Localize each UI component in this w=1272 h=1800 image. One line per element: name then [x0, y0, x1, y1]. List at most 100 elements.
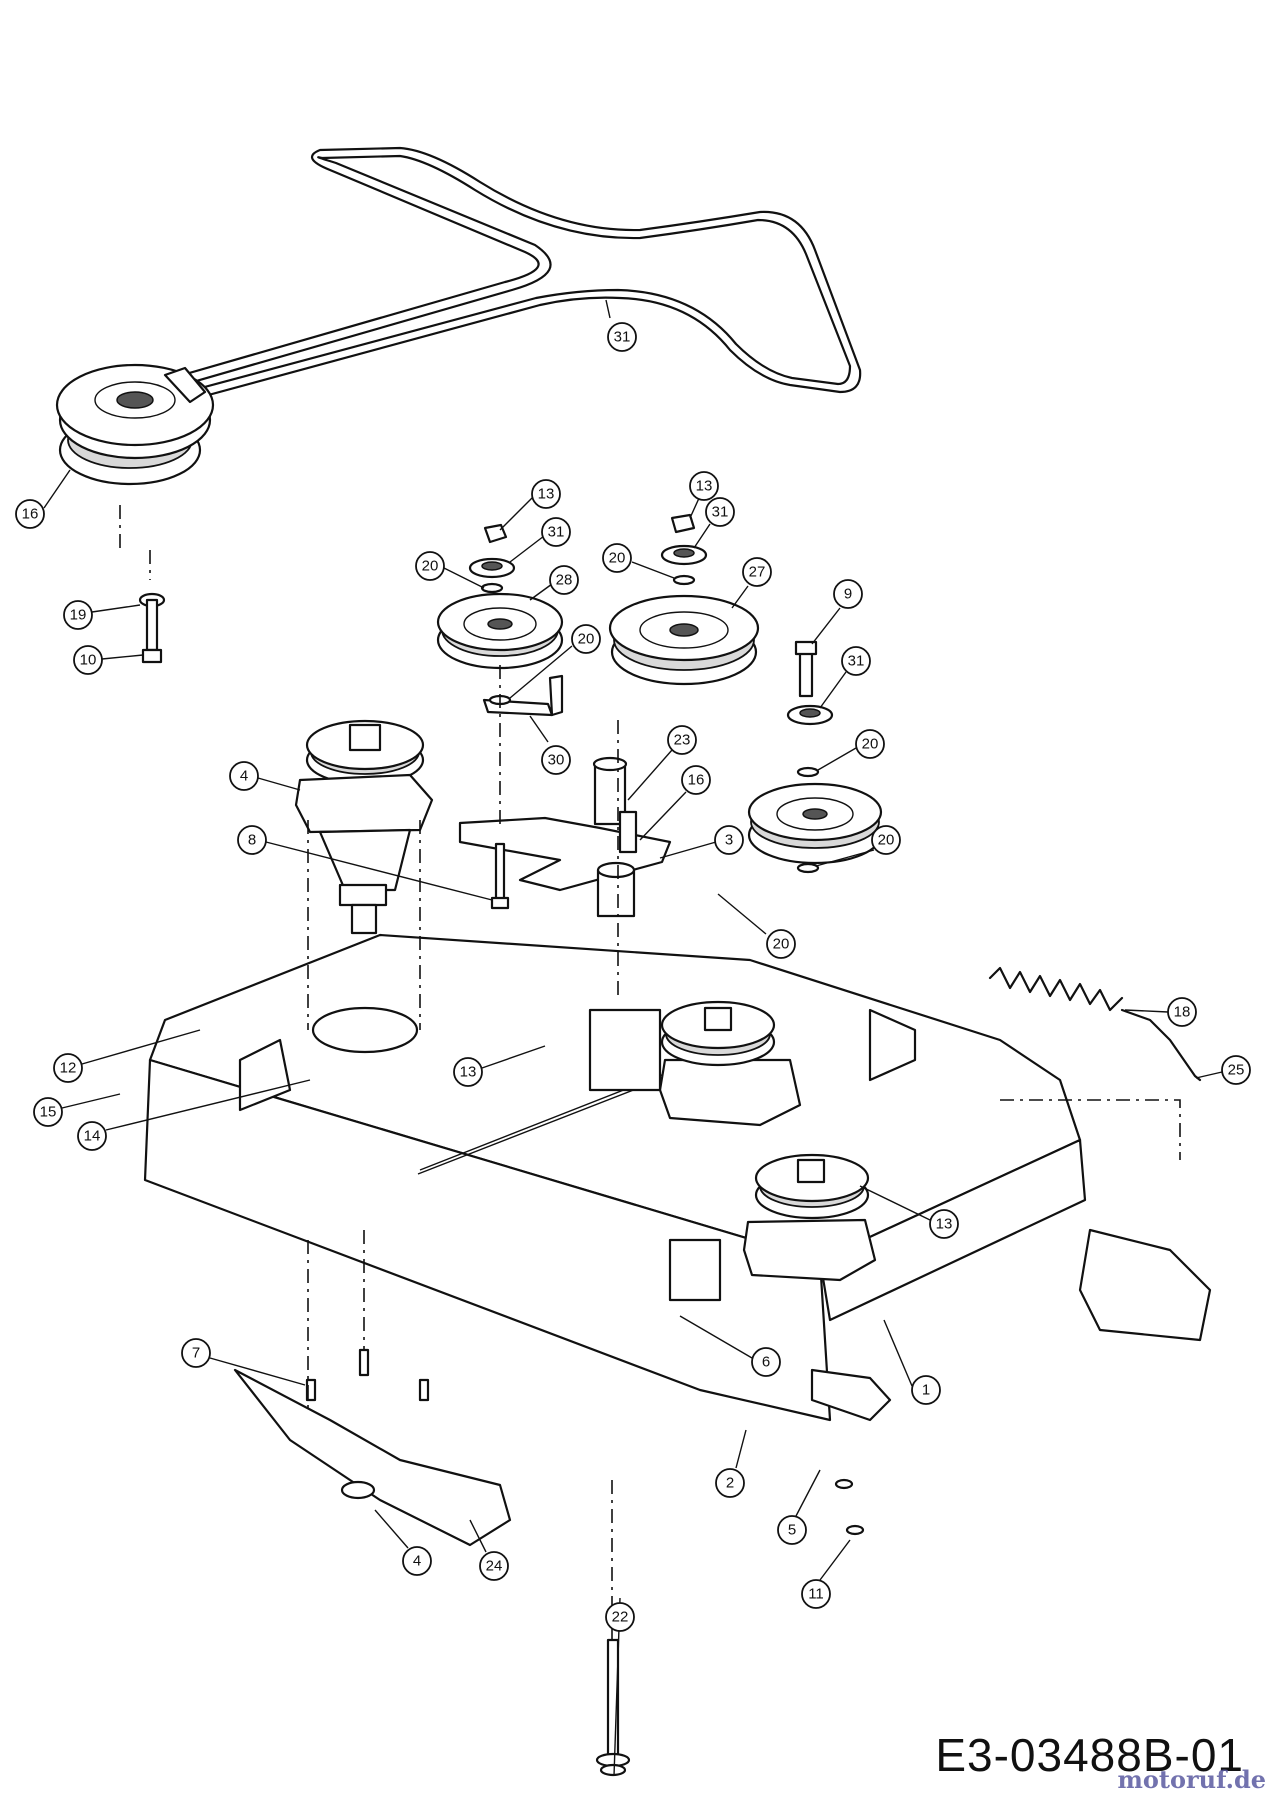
callout-4a: 4 [229, 761, 301, 791]
svg-text:9: 9 [844, 586, 852, 603]
callout-7: 7 [181, 1338, 306, 1386]
callout-31c: 31 [819, 646, 871, 709]
callout-15: 15 [33, 1093, 121, 1127]
callout-4b: 4 [374, 1509, 432, 1576]
svg-text:16: 16 [688, 772, 705, 789]
callout-13c: 13 [453, 1045, 546, 1087]
svg-text:10: 10 [80, 652, 97, 669]
callout-20e: 20 [815, 825, 901, 867]
svg-text:13: 13 [460, 1064, 477, 1081]
idler-stack-left [436, 523, 564, 670]
callout-20f: 20 [717, 893, 796, 959]
svg-text:12: 12 [60, 1060, 77, 1077]
callout-19: 19 [63, 600, 141, 630]
fasteners [305, 1348, 865, 1536]
spindle-left [294, 719, 434, 935]
svg-text:16: 16 [22, 506, 39, 523]
svg-text:20: 20 [862, 736, 879, 753]
idler-arm [458, 756, 672, 918]
svg-text:7: 7 [192, 1345, 200, 1362]
pto-clutch [55, 363, 215, 486]
callout-14: 14 [77, 1079, 311, 1151]
callout-12: 12 [53, 1029, 201, 1083]
svg-text:13: 13 [538, 486, 555, 503]
watermark-logo: motoruf.de [1117, 1765, 1266, 1794]
svg-text:15: 15 [40, 1104, 57, 1121]
callout-28: 28 [529, 565, 579, 601]
callout-13b: 13 [689, 471, 719, 519]
svg-text:2: 2 [726, 1475, 734, 1492]
svg-text:31: 31 [614, 329, 631, 346]
callout-26: 31 [605, 299, 637, 352]
svg-text:28: 28 [556, 572, 573, 589]
callout-20c: 20 [602, 543, 675, 579]
svg-text:30: 30 [548, 752, 565, 769]
callout-13d: 13 [859, 1185, 959, 1239]
callout-23: 23 [627, 725, 697, 801]
idler-stack-right [747, 640, 883, 874]
blade [233, 1368, 512, 1547]
callout-20d: 20 [817, 729, 885, 771]
svg-text:8: 8 [248, 832, 256, 849]
svg-text:13: 13 [936, 1216, 953, 1233]
spindle-right [742, 1153, 877, 1282]
callout-27: 27 [731, 557, 772, 609]
svg-text:31: 31 [548, 524, 565, 541]
svg-text:20: 20 [422, 558, 439, 575]
svg-text:1: 1 [922, 1382, 930, 1399]
idler-stack-center [608, 513, 760, 686]
svg-text:24: 24 [486, 1558, 503, 1575]
callout-20a: 20 [415, 551, 485, 589]
spindle-center [658, 1000, 802, 1127]
callout-30: 30 [529, 715, 571, 775]
callout-1: 1 [883, 1319, 941, 1405]
callout-25: 25 [1195, 1055, 1251, 1085]
svg-text:25: 25 [1228, 1062, 1245, 1079]
callout-17: 16 [15, 469, 71, 529]
callout-5: 5 [777, 1469, 821, 1545]
idler-bracket [482, 674, 564, 717]
svg-text:14: 14 [84, 1128, 101, 1145]
clutch-bolt [138, 592, 166, 664]
callout-2: 2 [715, 1429, 747, 1498]
callout-3: 3 [659, 825, 744, 859]
callout-13a: 13 [499, 479, 561, 531]
svg-text:18: 18 [1174, 1004, 1191, 1021]
callout-31a: 31 [509, 517, 571, 563]
callout-18: 18 [1124, 997, 1197, 1027]
callout-24: 24 [469, 1519, 509, 1581]
assembly-centerlines [307, 665, 1181, 1640]
drawing-code: E3-03488B-01 [935, 1729, 1244, 1781]
mower-deck [143, 933, 1087, 1422]
callout-8: 8 [237, 825, 493, 901]
svg-text:22: 22 [612, 1609, 629, 1626]
svg-text:31: 31 [848, 653, 865, 670]
callout-9: 9 [811, 579, 863, 645]
callout-10: 10 [73, 645, 144, 675]
svg-text:4: 4 [240, 768, 248, 785]
svg-text:20: 20 [578, 631, 595, 648]
svg-text:19: 19 [70, 607, 87, 624]
svg-text:5: 5 [788, 1522, 796, 1539]
svg-text:31: 31 [712, 504, 729, 521]
callout-20b: 20 [509, 624, 601, 699]
callout-6: 6 [679, 1315, 781, 1377]
svg-text:13: 13 [696, 478, 713, 495]
svg-text:20: 20 [609, 550, 626, 567]
callout-31b: 31 [693, 497, 735, 549]
svg-text:3: 3 [725, 832, 733, 849]
svg-text:11: 11 [808, 1586, 824, 1603]
svg-text:27: 27 [749, 564, 766, 581]
svg-text:6: 6 [762, 1354, 770, 1371]
deck-brackets [238, 1008, 1212, 1422]
spindle-shaft [595, 1638, 631, 1777]
svg-text:20: 20 [773, 936, 790, 953]
svg-text:20: 20 [878, 832, 895, 849]
svg-text:23: 23 [674, 732, 691, 749]
callout-22: 22 [605, 1597, 635, 1777]
drive-belt [163, 146, 862, 402]
svg-text:4: 4 [413, 1553, 421, 1570]
callout-16: 16 [639, 765, 711, 841]
callout-11: 11 [801, 1539, 851, 1609]
